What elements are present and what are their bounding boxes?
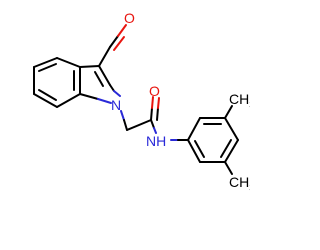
bond-c4-c5 bbox=[33, 57, 58, 68]
bond-ar3-me bbox=[224, 105, 233, 119]
bond-co-o bbox=[150, 107, 153, 121]
bond-c3a-c4 bbox=[56, 57, 81, 68]
bond-c4-c5-double bbox=[38, 63, 57, 72]
bond-c7a-n1 bbox=[79, 93, 99, 100]
bond-cho-h bbox=[109, 35, 119, 48]
bond-c2-n1 bbox=[109, 84, 115, 92]
bond-ar1-ar2 bbox=[187, 117, 201, 141]
bond-c3-c3a bbox=[79, 65, 100, 68]
bond-ar4-ar5 bbox=[224, 139, 239, 163]
bond-c3-cho bbox=[98, 46, 111, 67]
atom-nh-amide: NH bbox=[146, 133, 166, 149]
atom-methyl-bottom: CH3 bbox=[229, 174, 250, 194]
bond-c7-c7a bbox=[56, 93, 81, 108]
bond-cho-o-double bbox=[113, 36, 125, 51]
atom-methyl-top: CH3 bbox=[229, 91, 250, 111]
bond-ar3-ar4 bbox=[224, 117, 239, 141]
bond-co-o-double-o bbox=[157, 97, 160, 109]
bond-ar4-ar5-double bbox=[220, 139, 232, 158]
molecule-canvas: O N O NH CH3 CH3 bbox=[33, 10, 250, 194]
bond-co-o-o bbox=[151, 96, 154, 109]
bond-c6-c7 bbox=[33, 93, 58, 108]
bond-n1-c2-n bbox=[113, 90, 121, 97]
atom-n-indole: N bbox=[111, 97, 121, 113]
bond-co-o-double bbox=[156, 107, 159, 121]
bond-c6-c7-double bbox=[38, 89, 57, 101]
bond-ch2-co bbox=[126, 119, 152, 131]
bond-co-nh-n bbox=[153, 127, 157, 134]
bond-c3-c2-double bbox=[94, 71, 104, 87]
atom-o-amide: O bbox=[149, 83, 160, 99]
bond-n1-ch2 bbox=[123, 119, 128, 131]
atom-o-aldehyde: O bbox=[124, 10, 135, 26]
bond-ar6-ar1 bbox=[187, 139, 201, 163]
bond-c3-c2 bbox=[98, 65, 111, 86]
bond-c7a-n1-n bbox=[97, 98, 112, 104]
bond-n1-ch2-n bbox=[120, 110, 125, 121]
bond-co-nh bbox=[150, 119, 155, 129]
bond-ar6-ar1-double bbox=[194, 140, 205, 158]
bond-cho-o bbox=[117, 24, 127, 37]
bond-ar5-me bbox=[224, 161, 233, 175]
structure-diagram: O N O NH CH3 CH3 bbox=[33, 10, 250, 194]
